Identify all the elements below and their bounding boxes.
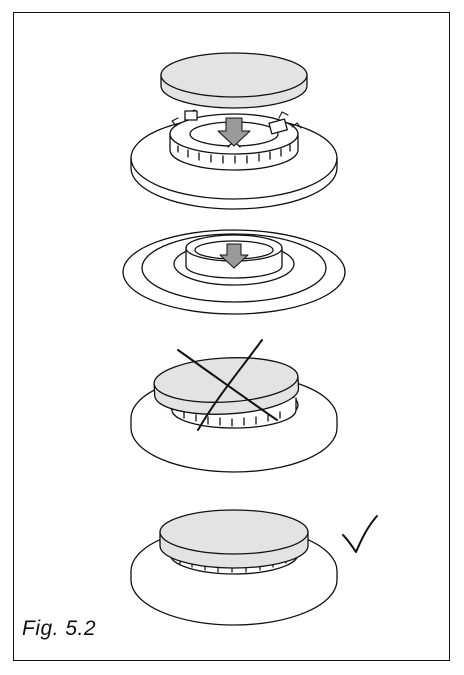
burner-cap-icon (160, 510, 308, 568)
burner-cap-icon (161, 53, 307, 108)
step-burner-base (123, 230, 345, 314)
figure-caption: Fig. 5.2 (22, 617, 96, 641)
step-incorrect-assembly (131, 340, 337, 472)
step-exploded-burner (131, 53, 337, 209)
check-mark-icon (343, 516, 377, 552)
step-correct-assembly (131, 510, 377, 625)
